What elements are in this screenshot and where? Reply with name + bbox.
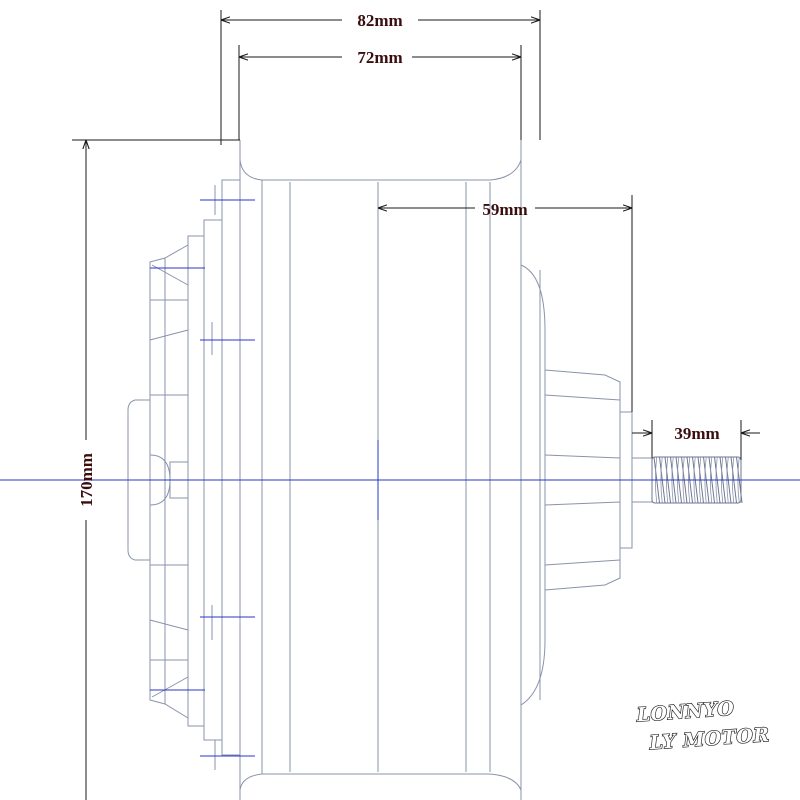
dimension-label-170mm: 170mm: [77, 453, 96, 507]
brand-logo: LONNYO LY MOTOR: [634, 697, 771, 755]
dimension-overall-width: 82mm: [220, 10, 541, 145]
logo-line-2: LY MOTOR: [648, 724, 771, 754]
dimension-rim-width: 72mm: [238, 45, 522, 140]
dimension-label-82mm: 82mm: [357, 11, 402, 30]
dimension-hub-offset: 59mm: [378, 195, 633, 412]
dimension-axle-length: 39mm: [632, 420, 760, 460]
dimension-label-72mm: 72mm: [357, 48, 402, 67]
dimension-label-59mm: 59mm: [482, 200, 527, 219]
centerlines: [0, 199, 800, 757]
rim-outline: [239, 140, 546, 800]
dimension-label-39mm: 39mm: [674, 424, 719, 443]
logo-line-1: LONNYO: [635, 698, 735, 727]
dimension-diameter: 170mm: [72, 139, 240, 800]
